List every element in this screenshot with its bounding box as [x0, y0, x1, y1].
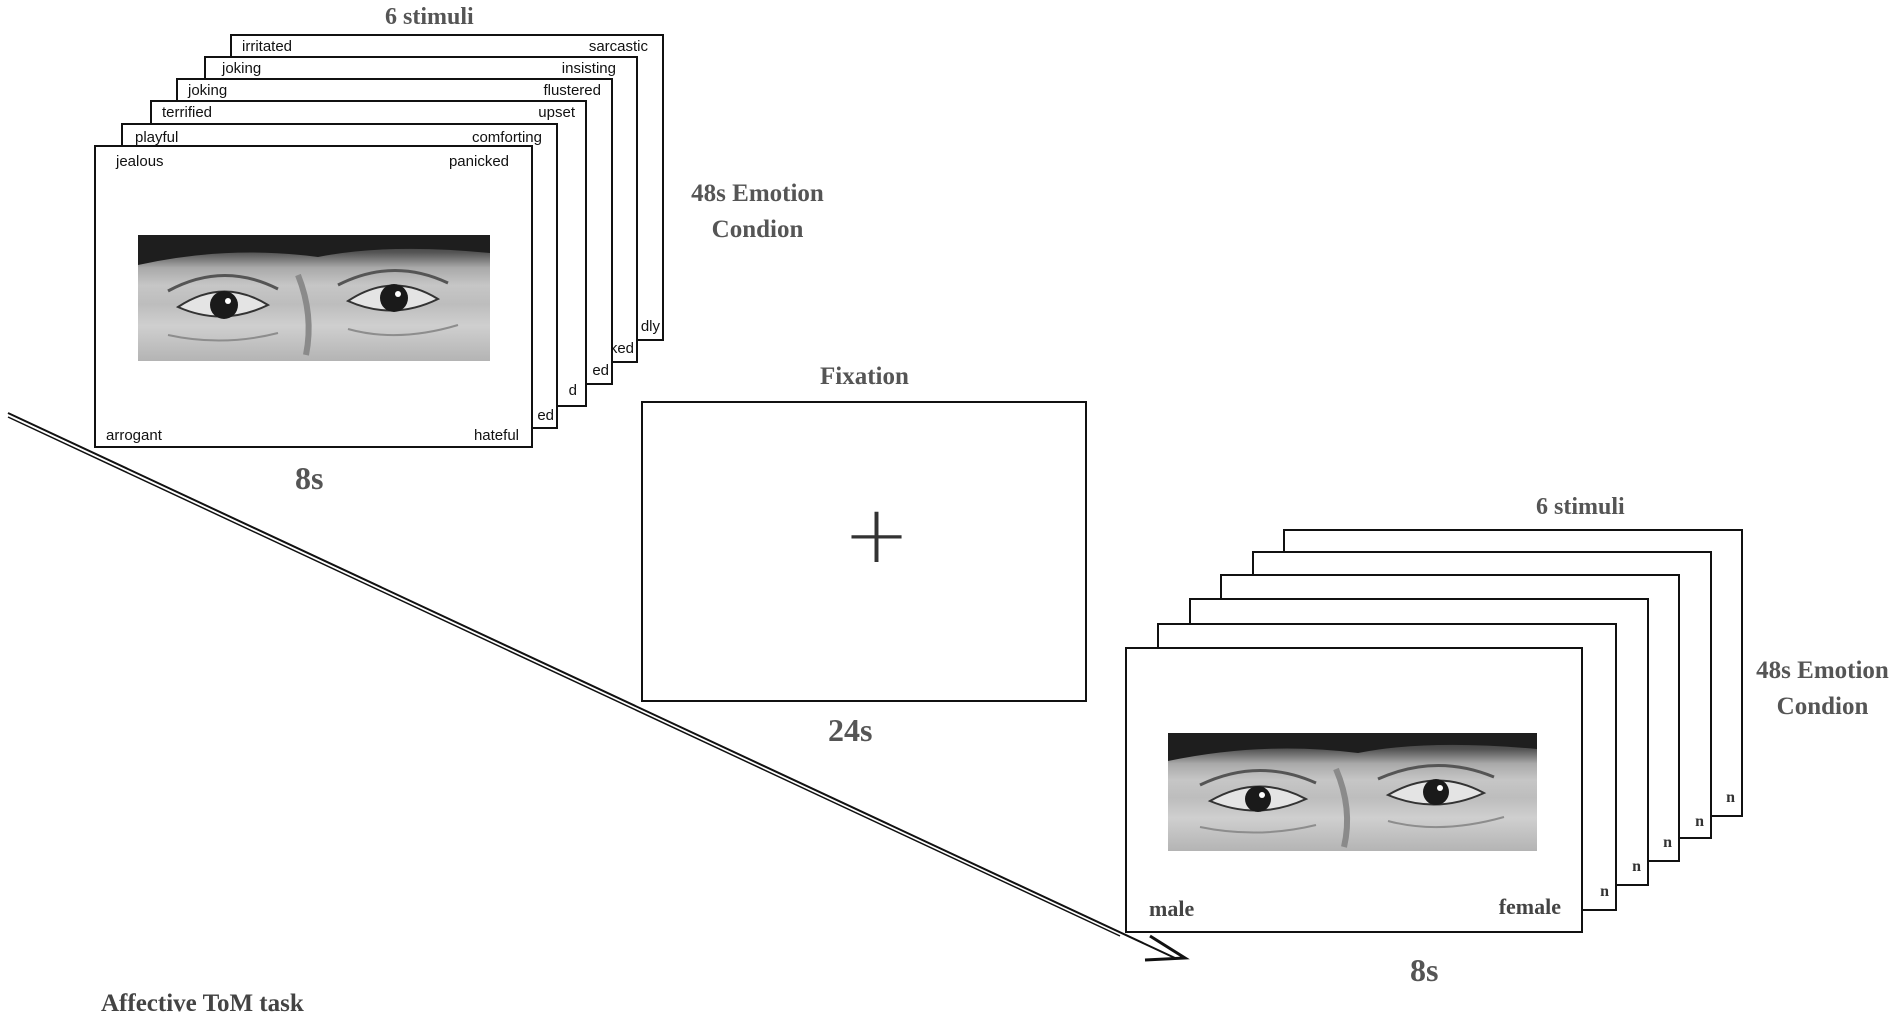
emotion-option-bottom-right: hateful	[473, 427, 519, 444]
condition-label-line-1: 48s Emotion	[691, 180, 824, 207]
card-word-side: ed	[537, 407, 554, 424]
left-condition-label: 48s Emotion Condion	[670, 176, 845, 248]
card-word-side: n	[1600, 883, 1609, 900]
right-stimulus-card-front: male female	[1125, 647, 1583, 933]
left-duration-label: 8s	[295, 460, 324, 496]
card-word-top-right: upset	[538, 104, 575, 121]
card-word-side: d	[568, 382, 577, 399]
card-word-top-left: joking	[188, 82, 228, 99]
card-word-top-left: terrified	[162, 104, 213, 121]
emotion-option-top-left: jealous	[116, 153, 164, 170]
right-duration-label: 8s	[1410, 952, 1439, 988]
emotion-option-bottom-left: arrogant	[106, 427, 162, 444]
gender-option-right: female	[1498, 894, 1561, 919]
card-word-side: n	[1632, 858, 1641, 875]
left-stimulus-card-front: jealous panicked arrogant hateful	[94, 145, 533, 448]
card-word-side: ed	[592, 362, 609, 379]
fixation-title: Fixation	[820, 363, 909, 390]
right-stimuli-count: 6 stimuli	[1536, 494, 1625, 520]
condition-label-line-1: 48s Emotion	[1756, 657, 1889, 684]
card-word-top-left: joking	[222, 60, 262, 77]
card-word-top-left: playful	[135, 129, 179, 146]
card-word-side: n	[1726, 789, 1735, 806]
task-label: Affective ToM task	[101, 990, 304, 1017]
card-word-side: n	[1663, 834, 1672, 851]
fixation-screen: +	[641, 401, 1087, 702]
fixation-cross: +	[843, 488, 911, 581]
card-word-top-right: comforting	[471, 129, 542, 146]
condition-label-line-2: Condion	[711, 216, 804, 243]
fixation-duration-label: 24s	[828, 712, 873, 748]
card-word-side: ked	[609, 340, 634, 357]
left-stimuli-count: 6 stimuli	[385, 4, 474, 30]
card-word-side: n	[1695, 813, 1704, 830]
eyes-photo	[1168, 733, 1537, 851]
card-word-top-right: insisting	[561, 60, 616, 77]
eyes-photo	[138, 235, 490, 361]
condition-label-line-2: Condion	[1776, 693, 1869, 720]
emotion-option-top-right: panicked	[448, 153, 509, 170]
gender-option-left: male	[1149, 896, 1195, 921]
card-word-side: dly	[640, 318, 660, 335]
right-condition-label: 48s Emotion Condion	[1735, 653, 1902, 725]
card-word-top-right: flustered	[543, 82, 601, 99]
card-word-top-left: irritated	[242, 38, 293, 55]
card-word-top-right: sarcastic	[588, 38, 648, 55]
